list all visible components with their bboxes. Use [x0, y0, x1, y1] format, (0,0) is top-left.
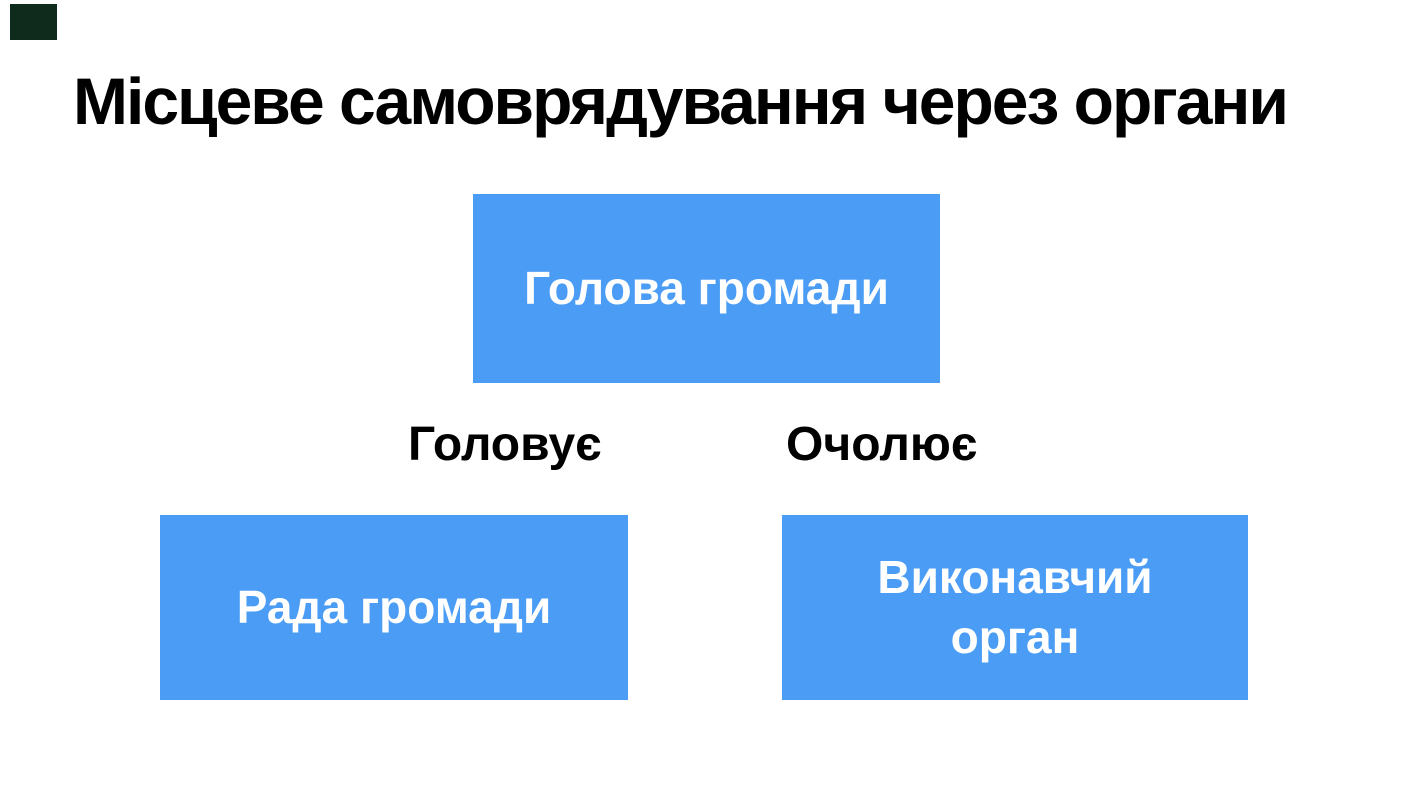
diagram-box-community-head: Голова громади: [473, 194, 940, 383]
diagram-box-community-head-label: Голова громади: [524, 261, 889, 314]
corner-marker-square: [10, 4, 57, 40]
diagram-box-executive-body: Виконавчий орган: [782, 515, 1248, 700]
diagram-box-executive-body-label: Виконавчий орган: [877, 550, 1153, 663]
diagram-box-community-council-label: Рада громади: [236, 580, 552, 633]
relation-label-chairs: Головує: [408, 418, 602, 471]
diagram-box-community-council: Рада громади: [160, 515, 628, 700]
slide-title: Місцеве самоврядування через органи: [73, 64, 1289, 138]
relation-label-heads: Очолює: [786, 418, 978, 471]
